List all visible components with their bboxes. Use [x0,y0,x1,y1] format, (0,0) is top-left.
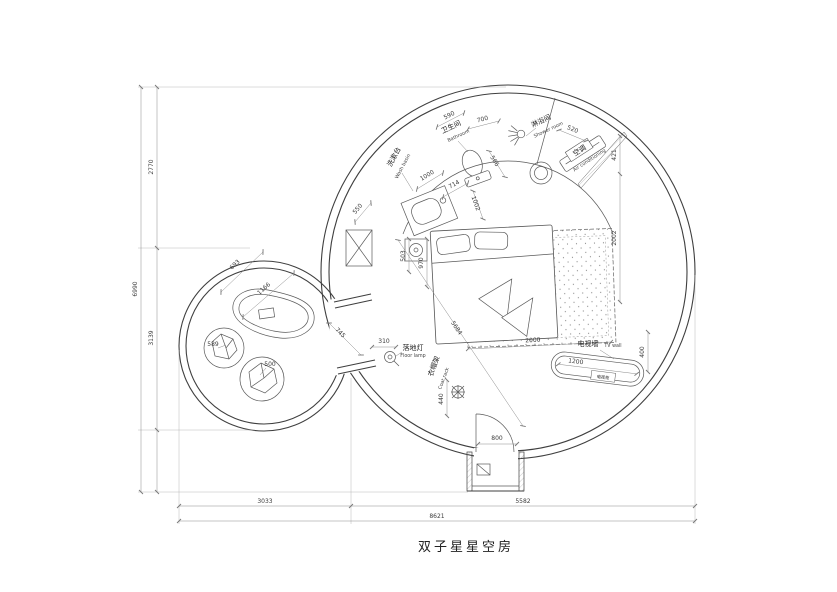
tv-console: 1200 电视柜 [550,351,645,387]
floor-lamp-label-en: Floor lamp [400,353,425,359]
dim-1200: 1200 [568,357,584,366]
dimension-chains [138,84,698,524]
drawing-title: 双子星星空房 [418,539,514,555]
connecting-passage [328,292,378,376]
bed [429,224,559,345]
dim-3139: 3139 [148,330,155,345]
dim-550: 550 [351,202,364,215]
dim-2000: 2000 [525,337,541,345]
leader-lines [217,127,615,376]
dim-970: 970 [418,257,425,269]
dim-line-tv [555,362,640,376]
door-jamb [466,451,473,492]
dim-566: 566 [488,154,500,168]
dim-800: 800 [491,435,503,442]
wall-niche [345,229,373,267]
dim-590: 590 [443,110,457,122]
shower-head [508,125,526,146]
small-room-tub-left [203,327,245,369]
dim-6990: 6990 [132,281,139,296]
air-conditioner: 空调 Air conditioning [559,135,607,173]
dim-5582: 5582 [515,498,530,505]
tv-cabinet-box [590,370,616,383]
tv-wall-label-en: TV wall [603,343,621,349]
dim-589: 589 [207,341,219,348]
floor-lamp-label-zh: 落地灯 [403,343,424,352]
shower-wall-segment [577,131,628,189]
interior-dimension-lines [220,110,651,447]
dimension-texts: 590 700 520 421 2002 566 1002 714 1000 5… [132,110,646,520]
door-swing-arc [475,413,515,453]
bathroom-stool [529,161,553,185]
tv-cabinet-label: 电视柜 [596,373,609,381]
pillow [474,231,509,250]
dim-421: 421 [611,149,618,161]
toilet [461,149,492,188]
dim-693: 693 [228,258,241,271]
dim-500: 500 [264,361,276,368]
dim-440: 440 [438,393,445,405]
dim-520: 520 [566,124,579,135]
door-jamb [518,451,525,492]
ac-label-box [564,137,594,163]
dim-503: 503 [400,250,407,262]
coat-rack-label-en: Coat rack [437,367,451,391]
washbasin-label-zh: 洗漱台 [385,145,403,168]
dim-2770: 2770 [148,159,155,174]
floor-lamp [384,351,400,367]
dim-8621: 8621 [429,513,444,520]
small-room-tub-round [239,356,285,402]
dim-714: 714 [448,179,462,191]
entry-porch [466,413,525,492]
dim-1002: 1002 [470,195,482,212]
dim-400: 400 [639,346,646,358]
dim-310: 310 [378,338,390,345]
small-room-pool [232,288,315,339]
dim-1000: 1000 [419,169,436,183]
tv-wall-label-zh: 电视墙 [578,339,599,348]
dim-2002: 2002 [611,230,618,245]
washbasin [400,185,459,237]
dim-3033: 3033 [257,498,272,505]
dim-700: 700 [476,115,489,125]
coat-rack-label-zh: 衣帽架 [426,355,442,378]
coat-rack [451,385,465,399]
